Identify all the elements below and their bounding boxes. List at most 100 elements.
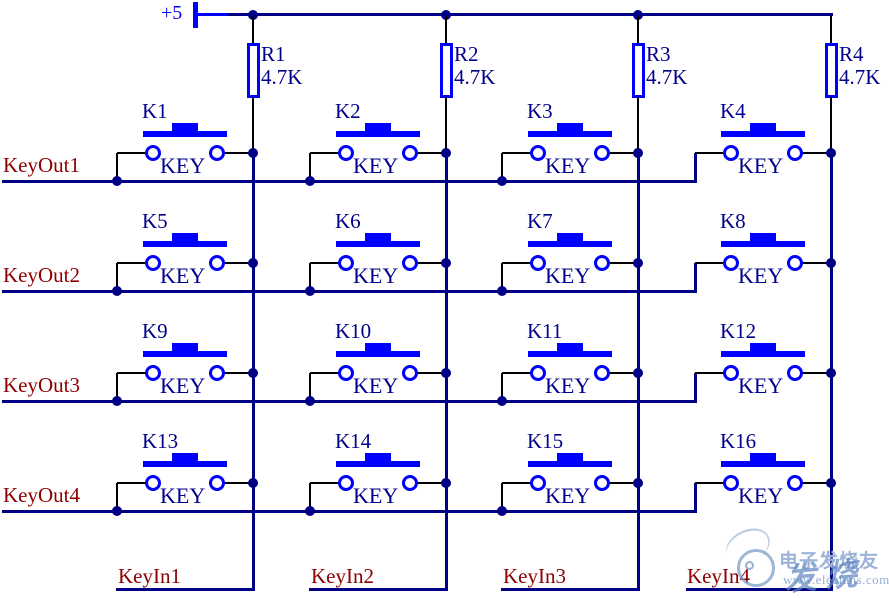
key-terminal-right-K6	[401, 255, 418, 271]
column-junction-dot-K15	[633, 478, 643, 488]
net-label-keyin-3: KeyIn3	[503, 564, 566, 588]
resistor-value-label-2: 4.7K	[454, 65, 496, 89]
key-ref-label-K10: K10	[335, 319, 372, 343]
resistor-value-label-4: 4.7K	[839, 65, 881, 89]
key-actuator-icon-K11	[557, 343, 583, 351]
key-ref-label-K8: K8	[720, 209, 746, 233]
key-ref-label-K5: K5	[142, 209, 168, 233]
key-terminal-left-K6	[337, 255, 354, 271]
key-ref-label-K9: K9	[142, 319, 168, 343]
key-actuator-icon-K15	[557, 453, 583, 461]
column-junction-dot-K5	[248, 258, 258, 268]
column-junction-dot-K6	[441, 258, 451, 268]
column-junction-dot-K7	[633, 258, 643, 268]
row-wire-2	[2, 289, 697, 293]
row-junction-dot-K7	[497, 286, 507, 296]
key-actuator-icon-K6	[365, 233, 391, 241]
key-ref-label-K2: K2	[335, 99, 361, 123]
key-terminal-right-K4	[786, 145, 803, 161]
key-lead-left-K11	[502, 372, 545, 374]
power-label: +5	[161, 2, 183, 24]
key-actuator-icon-K10	[365, 343, 391, 351]
key-terminal-left-K8	[722, 255, 739, 271]
key-lead-left-K13	[117, 482, 160, 484]
key-cap-icon-K8	[721, 241, 805, 247]
watermark-site-url: www.elecfans.com	[783, 572, 889, 587]
key-terminal-left-K7	[529, 255, 546, 271]
net-label-keyout-2: KeyOut2	[3, 263, 80, 287]
row-corner-stub-1	[693, 153, 697, 181]
key-ref-label-K4: K4	[720, 99, 746, 123]
key-actuator-icon-K5	[172, 233, 198, 241]
key-cap-icon-K5	[143, 241, 227, 247]
key-lead-left-K12	[695, 372, 738, 374]
key-ref-label-K3: K3	[527, 99, 553, 123]
key-ref-label-K1: K1	[142, 99, 168, 123]
key-stub-K11	[501, 373, 503, 401]
resistor-ref-label-4: R4	[839, 42, 864, 66]
resistor-lead-top-1	[252, 16, 254, 44]
key-stub-K14	[309, 483, 311, 511]
column-junction-dot-K8	[826, 258, 836, 268]
key-lead-right-K13	[209, 482, 253, 484]
key-stub-K3	[501, 153, 503, 181]
column-junction-dot-K16	[826, 478, 836, 488]
key-cap-icon-K12	[721, 351, 805, 357]
resistor-lead-bottom-4	[830, 97, 832, 154]
key-terminal-left-K16	[722, 475, 739, 491]
bottom-wire-3	[501, 588, 640, 591]
key-lead-left-K3	[502, 152, 545, 154]
key-name-label-K1: KEY	[160, 153, 206, 178]
key-stub-K6	[309, 263, 311, 291]
key-lead-left-K4	[695, 152, 738, 154]
key-lead-right-K4	[787, 152, 831, 154]
key-terminal-left-K3	[529, 145, 546, 161]
key-lead-left-K5	[117, 262, 160, 264]
key-name-label-K3: KEY	[545, 153, 591, 178]
key-stub-K15	[501, 483, 503, 511]
key-terminal-left-K1	[144, 145, 161, 161]
power-lead-wire	[197, 13, 232, 16]
key-name-label-K6: KEY	[353, 263, 399, 288]
key-lead-right-K12	[787, 372, 831, 374]
key-name-label-K10: KEY	[353, 373, 399, 398]
resistor-body-4	[824, 43, 838, 98]
key-lead-left-K1	[117, 152, 160, 154]
resistor-lead-bottom-2	[445, 97, 447, 154]
key-ref-label-K11: K11	[527, 319, 563, 343]
key-name-label-K7: KEY	[545, 263, 591, 288]
resistor-value-label-1: 4.7K	[261, 65, 303, 89]
key-stub-K7	[501, 263, 503, 291]
key-ref-label-K7: K7	[527, 209, 553, 233]
row-wire-3	[2, 399, 697, 403]
key-ref-label-K13: K13	[142, 429, 179, 453]
key-ref-label-K15: K15	[527, 429, 564, 453]
resistor-lead-top-4	[830, 16, 832, 44]
resistor-body-1	[246, 43, 260, 98]
key-lead-right-K8	[787, 262, 831, 264]
key-lead-right-K5	[209, 262, 253, 264]
key-cap-icon-K7	[528, 241, 612, 247]
column-junction-dot-K1	[248, 148, 258, 158]
resistor-ref-label-2: R2	[454, 42, 479, 66]
key-ref-label-K12: K12	[720, 319, 757, 343]
key-lead-right-K16	[787, 482, 831, 484]
key-terminal-left-K15	[529, 475, 546, 491]
column-junction-dot-K11	[633, 368, 643, 378]
key-terminal-right-K12	[786, 365, 803, 381]
key-lead-left-K8	[695, 262, 738, 264]
resistor-lead-top-3	[637, 16, 639, 44]
key-stub-K10	[309, 373, 311, 401]
net-label-keyout-4: KeyOut4	[3, 483, 80, 507]
key-ref-label-K16: K16	[720, 429, 757, 453]
key-name-label-K11: KEY	[545, 373, 591, 398]
key-terminal-left-K10	[337, 365, 354, 381]
key-cap-icon-K4	[721, 131, 805, 137]
key-terminal-right-K10	[401, 365, 418, 381]
resistor-value-label-3: 4.7K	[646, 65, 688, 89]
key-terminal-right-K1	[208, 145, 225, 161]
net-label-keyin-4: KeyIn4	[687, 564, 750, 588]
key-terminal-left-K2	[337, 145, 354, 161]
key-terminal-right-K8	[786, 255, 803, 271]
